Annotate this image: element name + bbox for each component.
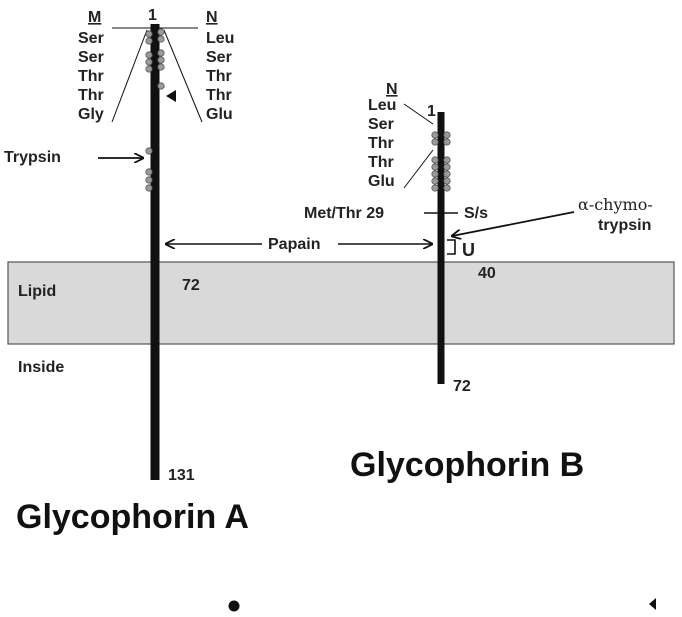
gpb-residue: Leu	[368, 97, 396, 114]
gpb-glycans	[431, 131, 451, 192]
inside-label: Inside	[18, 359, 64, 376]
trypsin-label: Trypsin	[4, 149, 61, 166]
lipid-label: Lipid	[18, 283, 56, 300]
gpb-antigen-label: S/s	[464, 205, 488, 222]
gpa-m-residue: Thr	[78, 68, 104, 85]
u-bracket	[447, 239, 456, 255]
gpb-residue: Thr	[368, 135, 394, 152]
chymotrypsin-arrow	[452, 211, 575, 236]
gpa-n-residue: Thr	[206, 87, 232, 104]
gpb-residue: Thr	[368, 154, 394, 171]
gpa-n-residue: Ser	[206, 49, 232, 66]
gpa-m-residue: Thr	[78, 87, 104, 104]
gpb-membrane-residue: 40	[478, 265, 496, 282]
gpa-n-residue: Leu	[206, 30, 234, 47]
papain-label: Papain	[268, 236, 320, 253]
cleavage-pointer-icon	[166, 90, 176, 102]
dot-icon	[228, 600, 240, 612]
chymotrypsin-label-1: α-chymo-	[578, 195, 653, 214]
gpa-m-residue: Ser	[78, 49, 104, 66]
gpa-n-residue: Glu	[206, 106, 233, 123]
gpa-membrane-residue: 72	[182, 277, 200, 294]
gpb-u-label: U	[462, 240, 475, 260]
gpa-n-header: N	[206, 9, 218, 26]
gpb-residue: Ser	[368, 116, 394, 133]
gpa-n-bracket-line	[163, 29, 203, 123]
gpa-n-residue: Thr	[206, 68, 232, 85]
gpb-n-terminus: 1	[427, 103, 436, 120]
gpa-m-bracket-line	[111, 29, 148, 123]
glycophorin-b-title: Glycophorin B	[350, 446, 584, 484]
gpa-m-header: M	[88, 9, 101, 26]
gpa-m-residue: Ser	[78, 30, 104, 47]
gpb-n-header: N	[386, 81, 398, 98]
chymotrypsin-label-2: trypsin	[598, 217, 651, 234]
gpa-n-terminus: 1	[148, 7, 157, 24]
gpb-c-terminus: 72	[453, 378, 471, 395]
gpa-c-terminus: 131	[168, 467, 195, 484]
gpa-m-residue: Gly	[78, 106, 104, 123]
gpb-polymorphism-label: Met/Thr 29	[304, 205, 384, 222]
glycophorin-a-title: Glycophorin A	[16, 498, 249, 536]
triangle-left-icon	[649, 598, 656, 610]
gpb-bracket-top	[403, 103, 434, 125]
gpb-bracket-bottom	[403, 149, 434, 189]
gpa-glycans	[145, 28, 165, 192]
lipid-bilayer	[7, 261, 675, 345]
gpb-residue: Glu	[368, 173, 395, 190]
